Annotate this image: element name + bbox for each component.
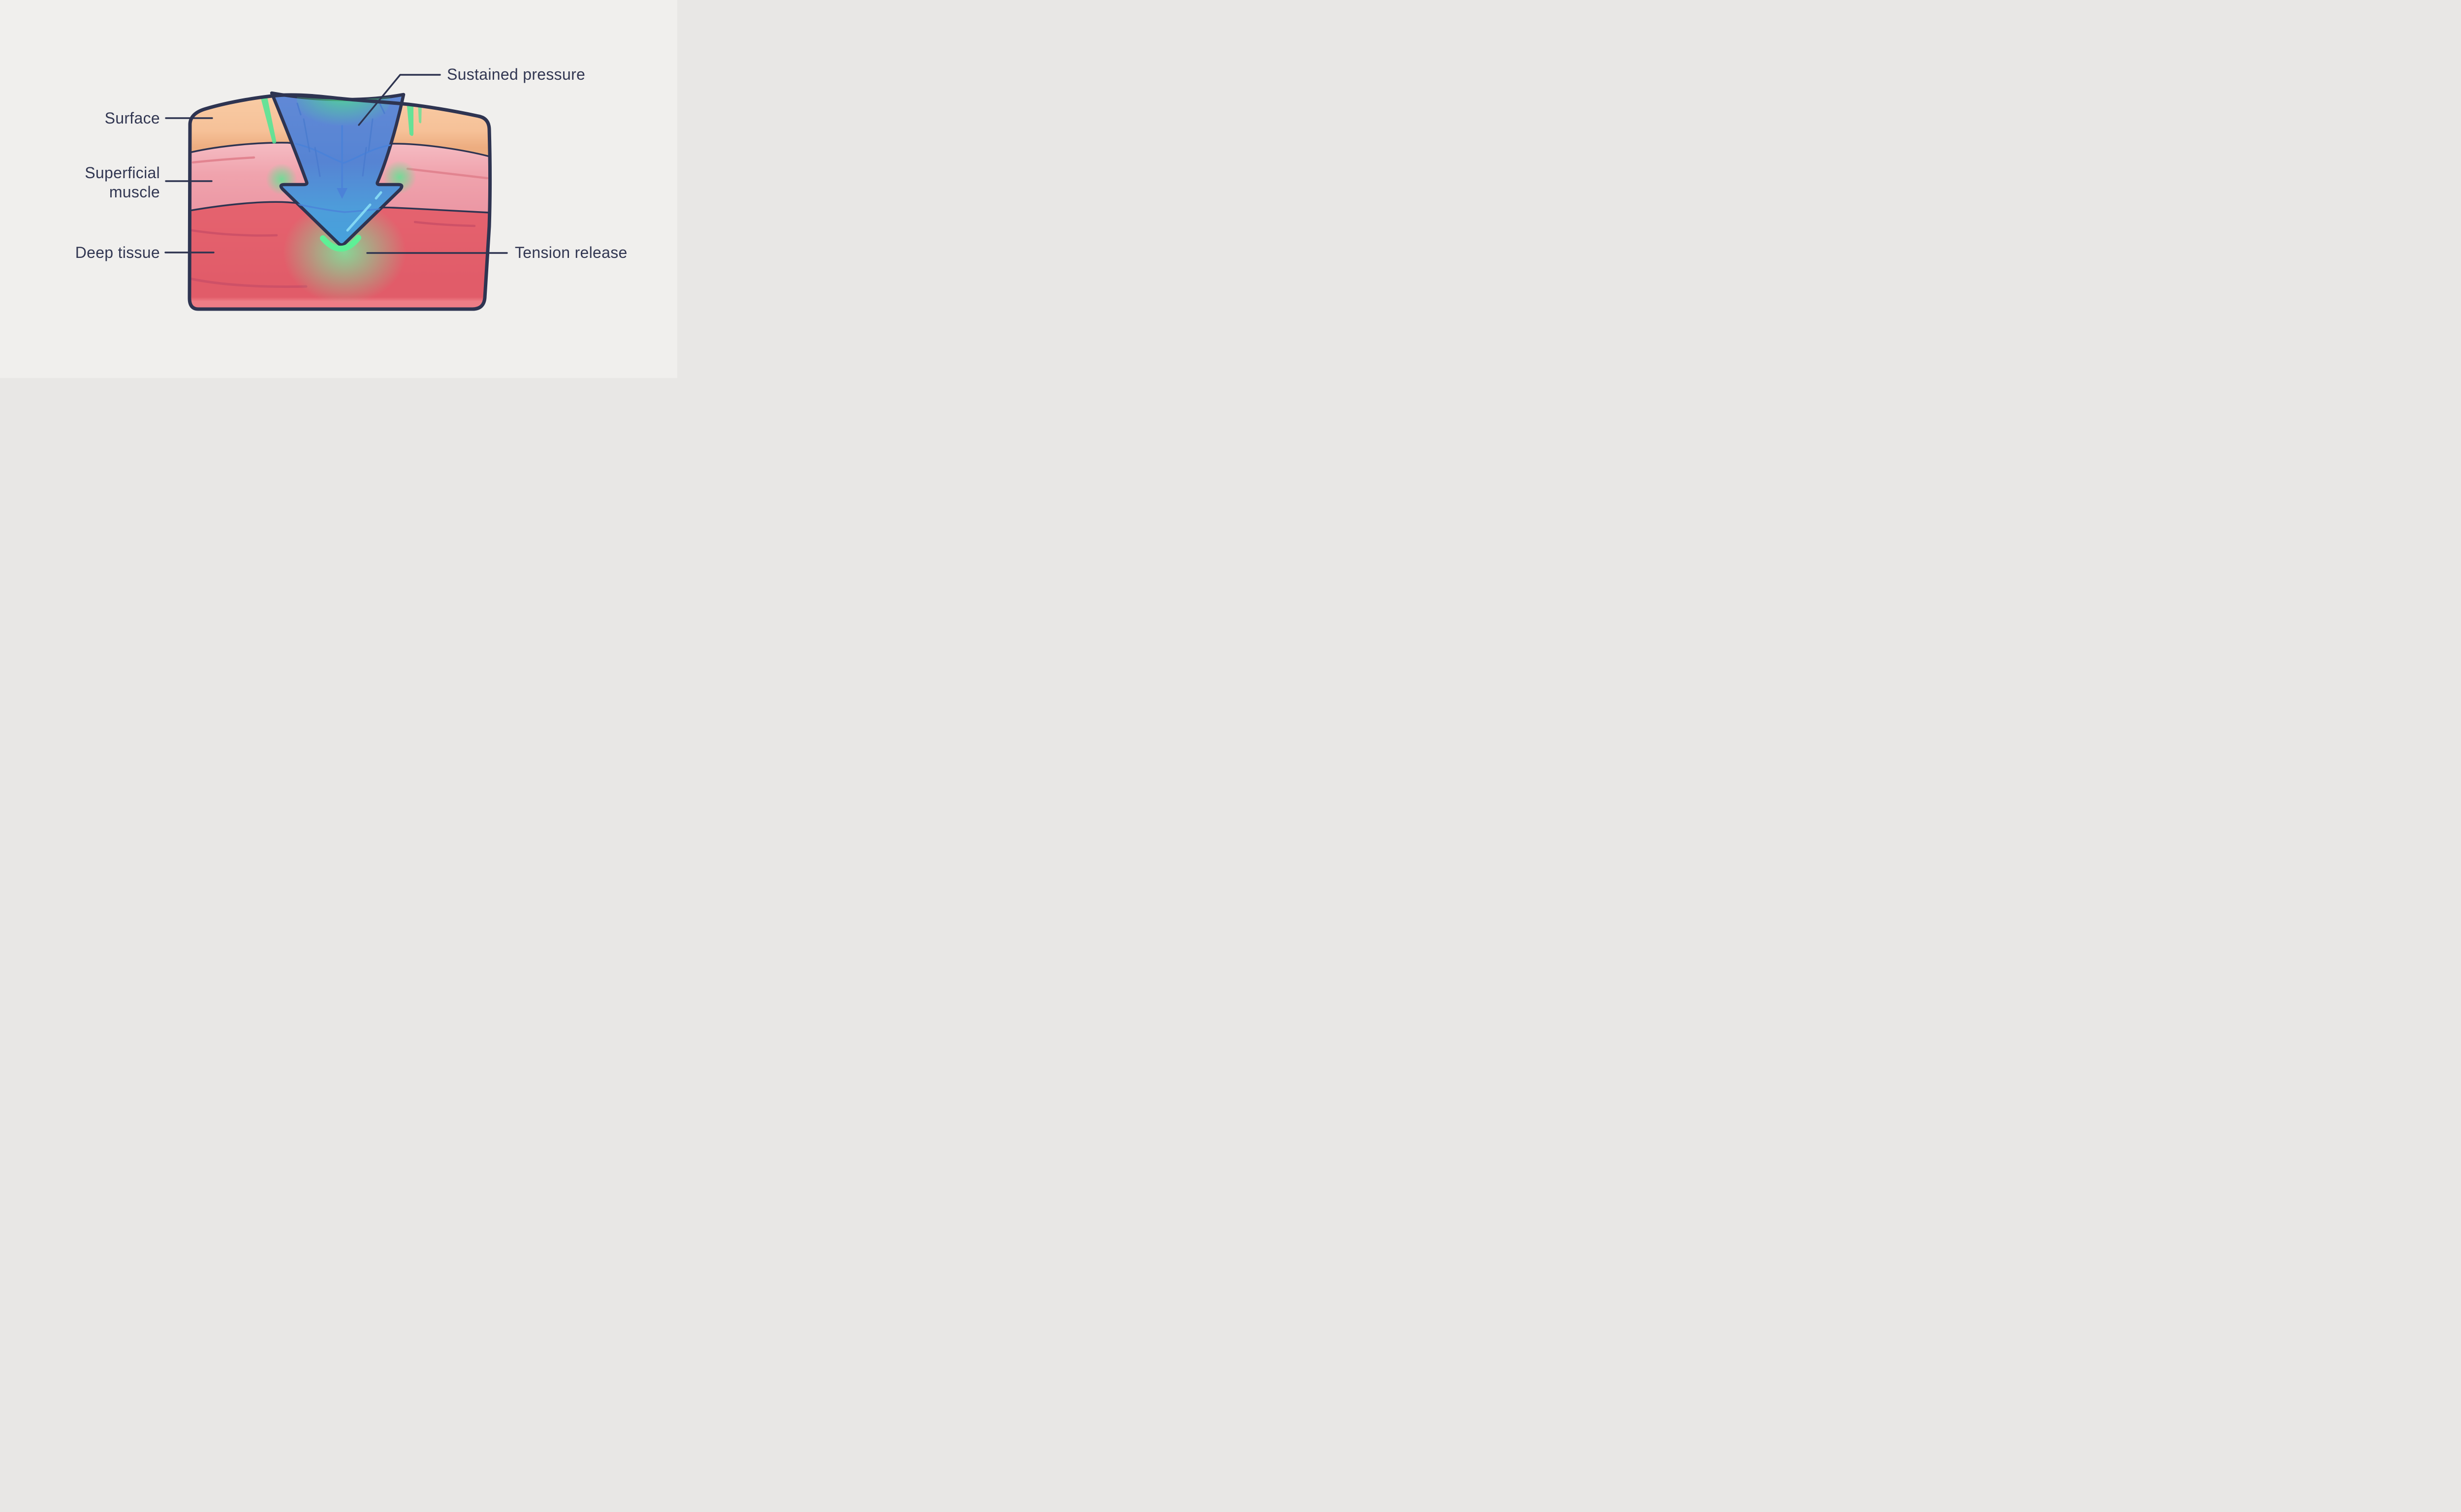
superficial-label-line1: Superficial [85,164,160,182]
deep-tissue-label: Deep tissue [75,244,160,261]
tension-release-glow [283,200,406,304]
boundary-through-arrow-upper [295,143,393,164]
arrow-flow-streak [296,102,302,116]
arrow-flow-streak [368,118,374,152]
superficial-label-line2: muscle [109,183,160,201]
tension-release-label: Tension release [515,244,628,261]
diagram-canvas: Surface Superficial muscle Deep tissue S… [0,0,677,378]
arrow-flow-streak [362,147,367,177]
sustained-pressure-label: Sustained pressure [447,65,586,83]
superficial-muscle-label: Superficial muscle [85,163,160,202]
arrowhead-highlight [375,191,382,200]
mini-arrow-icon [337,125,347,199]
release-chevron-icon [320,235,361,252]
deep-texture-streak-lower-left [189,277,308,288]
boundary-through-arrow-lower [294,203,392,213]
arrowhead-highlight [346,203,372,232]
arrow-flow-streak [303,118,311,153]
tissue-diagram-illustration [164,74,508,311]
surface-label: Surface [104,109,160,127]
arrow-flow-streak [314,147,321,177]
sustained-pressure-leader-line [358,74,441,126]
arrow-flow-streak [379,102,385,114]
pink-texture-streak-left [191,156,255,164]
green-streak-left-of-arrow [260,96,277,144]
deep-texture-streak-upper-left [190,229,278,237]
pink-texture-streak-right [406,167,489,180]
green-streak-right-of-arrow [407,101,413,136]
deep-texture-streak-right [413,220,476,227]
tissue-block-border [188,93,492,311]
